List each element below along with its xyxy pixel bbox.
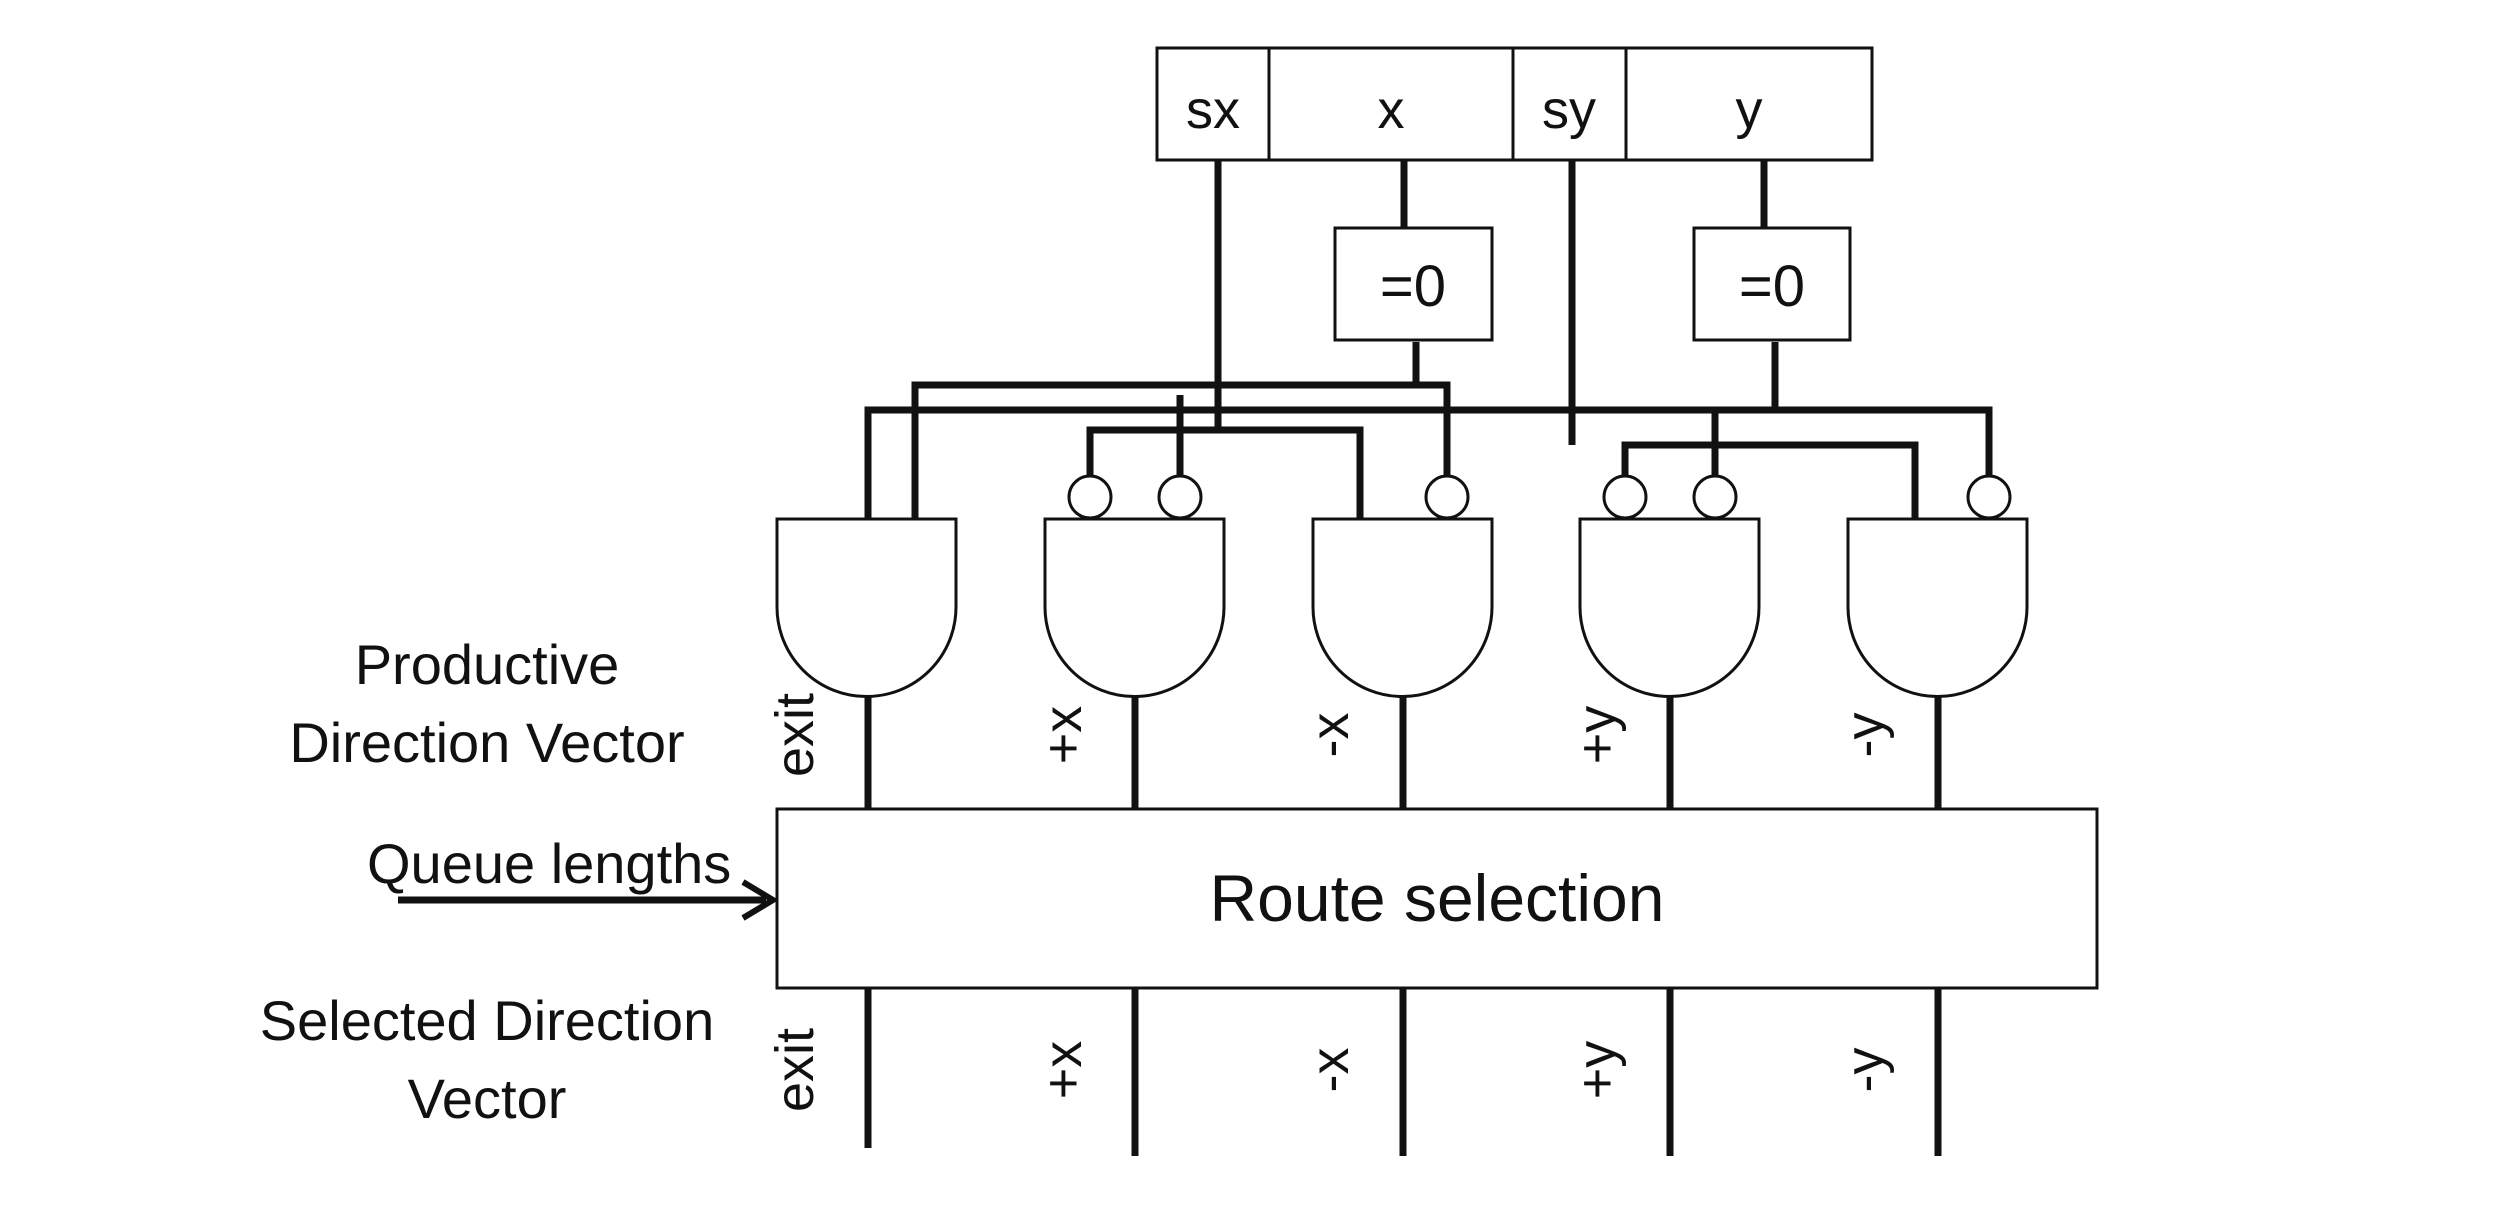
inverter-bubble: [1424, 474, 1470, 520]
queue-arrow-head: [741, 879, 779, 921]
route-selection-label: Route selection: [1210, 861, 1665, 935]
selected-label-line2: Vector: [408, 1067, 567, 1130]
inverter-bubble: [1602, 474, 1648, 520]
productive-label-line1: Productive: [355, 633, 620, 696]
selected-output-minus-y: -y: [1835, 1048, 1895, 1093]
route-selection-box: [775, 807, 2099, 990]
wire-y-zero-bus: [864, 342, 1993, 525]
and-gate-exit: [775, 517, 958, 698]
wire-sx-bus: [1086, 395, 1364, 525]
productive-output-minus-y: -y: [1835, 713, 1895, 758]
inverter-bubble: [1157, 474, 1203, 520]
selected-output-minus-x: -x: [1300, 1048, 1360, 1093]
productive-output-exit: exit: [765, 693, 825, 777]
x-zero-detector-label: =0: [1380, 254, 1446, 319]
field-x-label: x: [1378, 80, 1405, 140]
and-gate-minus-x: [1311, 517, 1494, 698]
wire-x-zero-bus: [911, 342, 1451, 525]
and-gate-minus-y: [1846, 517, 2029, 698]
inverter-bubble: [1966, 474, 2012, 520]
selected-output-plus-y: +y: [1567, 1041, 1627, 1100]
productive-output-plus-y: +y: [1567, 706, 1627, 765]
productive-label-line2: Direction Vector: [289, 711, 684, 774]
y-zero-detector: [1692, 226, 1852, 342]
productive-output-minus-x: -x: [1300, 713, 1360, 758]
inverter-bubble: [1692, 474, 1738, 520]
field-sy-label: sy: [1542, 80, 1596, 140]
field-y-label: y: [1736, 80, 1763, 140]
field-x: [1267, 46, 1515, 162]
field-sx: [1155, 46, 1271, 162]
productive-output-plus-x: +x: [1033, 706, 1093, 765]
field-sy: [1511, 46, 1628, 162]
inverter-bubble: [1067, 474, 1113, 520]
selected-output-plus-x: +x: [1033, 1041, 1093, 1100]
and-gate-plus-y: [1578, 517, 1761, 698]
field-sx-label: sx: [1186, 80, 1240, 140]
selected-output-exit: exit: [765, 1028, 825, 1112]
x-zero-detector: [1333, 226, 1494, 342]
wire-sy-bus: [1621, 410, 1919, 525]
selected-label-line1: Selected Direction: [260, 989, 714, 1052]
field-y: [1624, 46, 1874, 162]
and-gate-plus-x: [1043, 517, 1226, 698]
y-zero-detector-label: =0: [1739, 254, 1805, 319]
queue-lengths-label: Queue lengths: [367, 832, 731, 895]
